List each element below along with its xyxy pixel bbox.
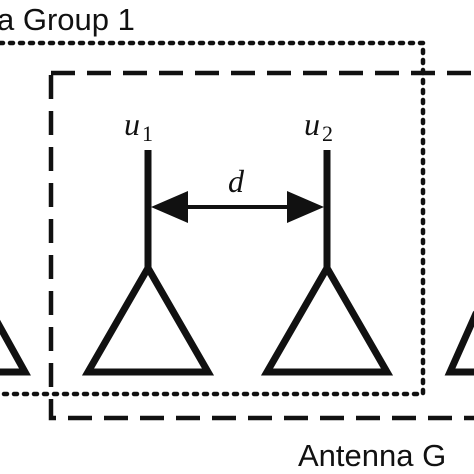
antenna-u2-label: u2	[304, 106, 333, 146]
antenna-u1-label: u1	[124, 106, 153, 146]
group-1-label: a Group 1	[0, 2, 135, 37]
antenna-u2	[260, 150, 394, 376]
antenna-partial-left	[0, 319, 31, 376]
antenna-partial-right-triangle	[444, 310, 474, 376]
antenna-u1	[81, 150, 215, 376]
antenna-u2-triangle	[260, 260, 394, 376]
antenna-partial-right	[444, 310, 474, 376]
antenna-u2-subscript: 2	[322, 121, 333, 146]
antenna-u1-triangle	[81, 260, 215, 376]
antenna-u1-subscript: 1	[142, 121, 153, 146]
group-2-boundary	[48, 70, 474, 421]
group-2-label: Antenna G	[298, 438, 446, 473]
group-1-boundary	[0, 40, 426, 397]
spacing-arrowhead-right	[287, 191, 324, 223]
spacing-label: d	[228, 163, 245, 199]
antenna-partial-left-triangle	[0, 319, 31, 376]
spacing-arrowhead-left	[151, 191, 188, 223]
spacing-dimension	[151, 191, 324, 223]
